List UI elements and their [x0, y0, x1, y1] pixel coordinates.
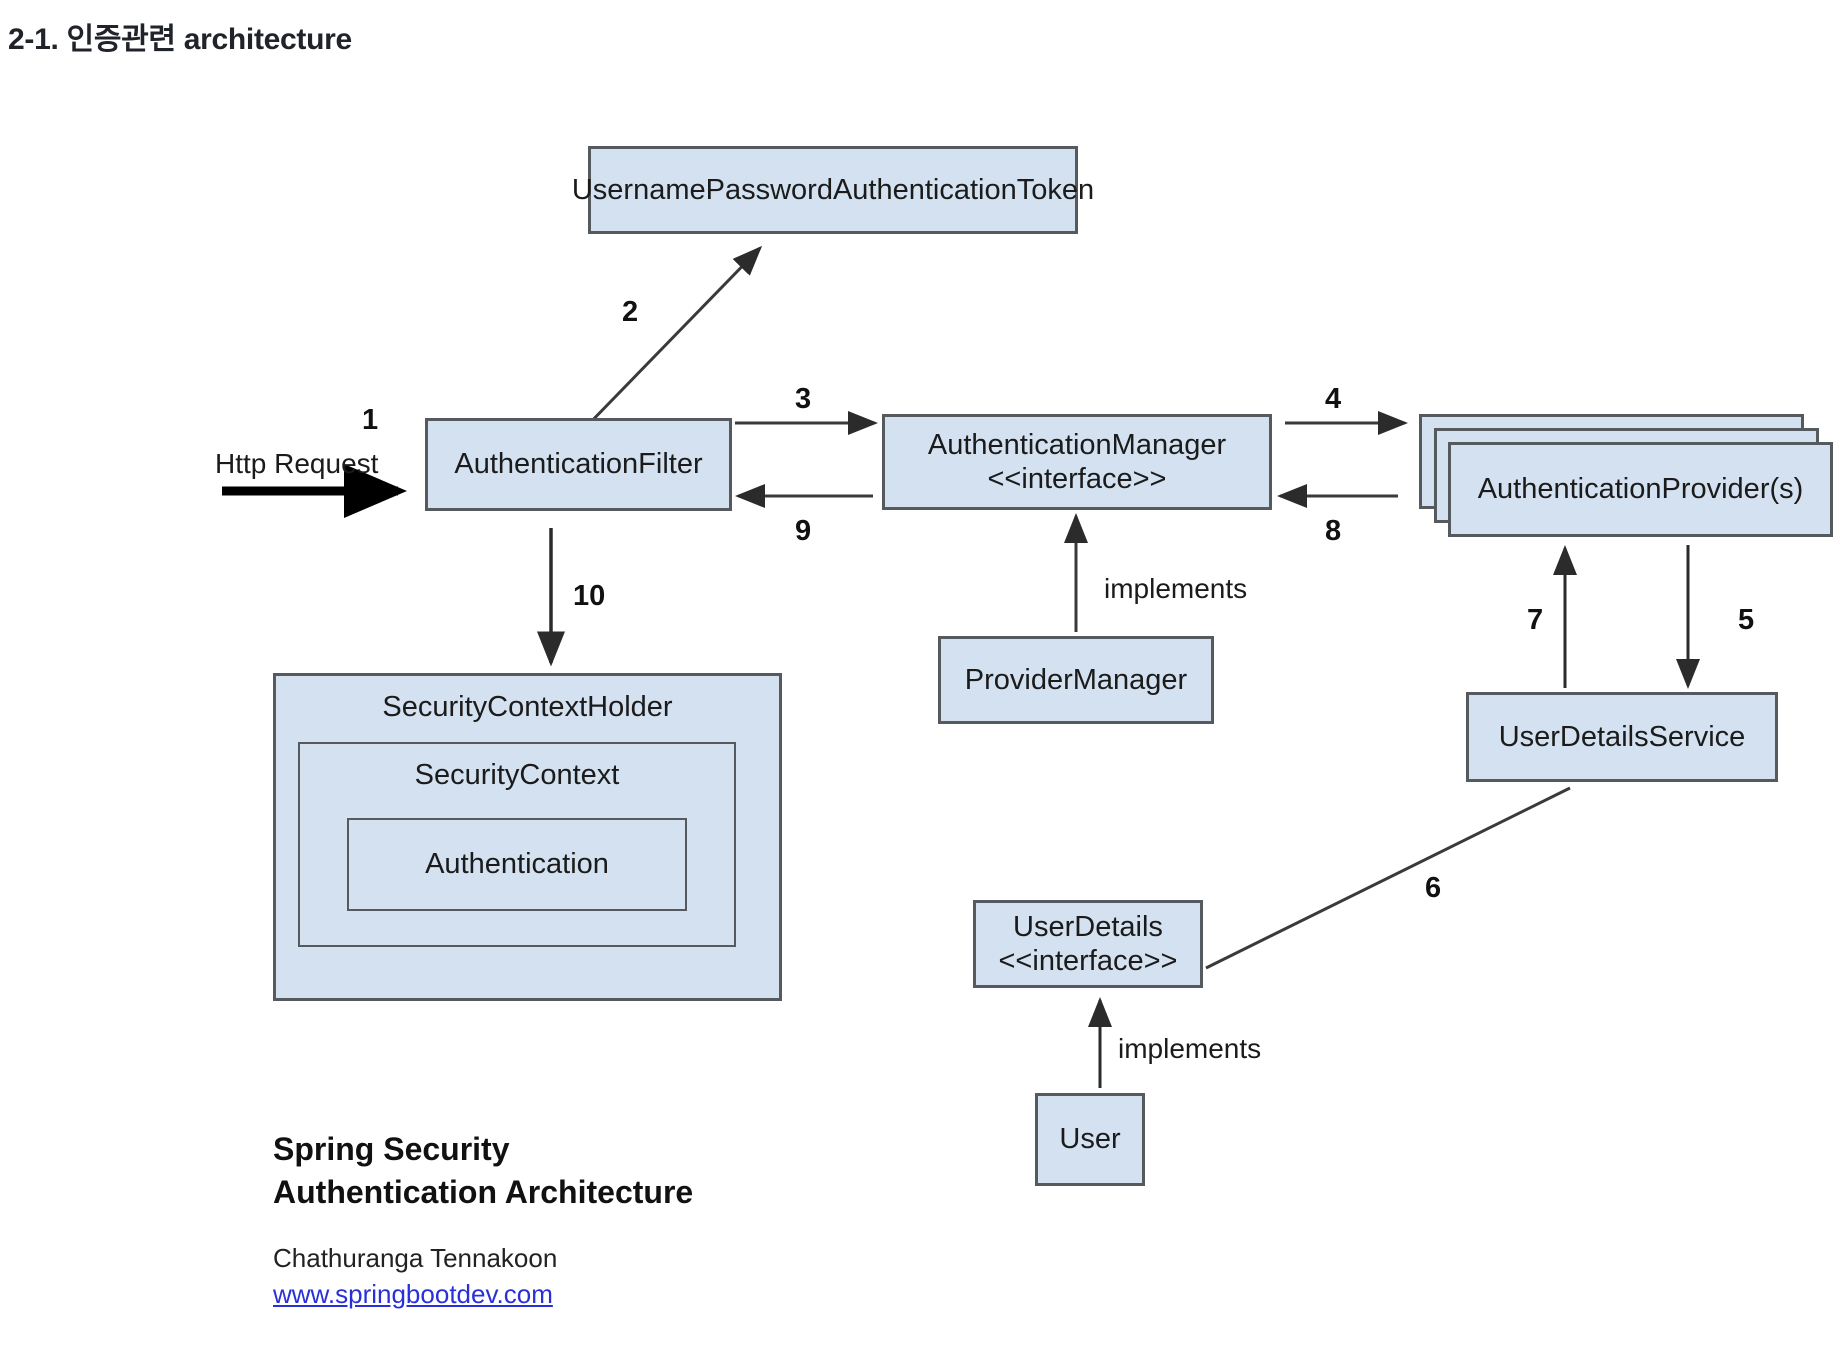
node-authentication[interactable]: Authentication — [347, 818, 687, 911]
edge-label-1: 1 — [362, 404, 379, 436]
node-label: SecurityContext — [414, 759, 620, 791]
caption-author: Chathuranga Tennakoon — [273, 1243, 558, 1273]
edge-label-3: 3 — [795, 383, 812, 415]
edge-label-implements-user: implements — [1118, 1033, 1262, 1064]
node-label: AuthenticationManager <<interface>> — [927, 428, 1227, 495]
caption-link[interactable]: www.springbootdev.com — [273, 1279, 553, 1309]
node-user-details[interactable]: UserDetails <<interface>> — [973, 900, 1203, 988]
node-label: SecurityContextHolder — [382, 691, 673, 723]
node-authentication-filter[interactable]: AuthenticationFilter — [425, 418, 732, 511]
node-authentication-manager[interactable]: AuthenticationManager <<interface>> — [882, 414, 1272, 510]
node-label: UserDetailsService — [1498, 720, 1746, 753]
edge-label-9: 9 — [795, 515, 812, 547]
node-label: Authentication — [425, 848, 609, 881]
edge-label-implements-provider-manager: implements — [1104, 573, 1248, 604]
page-title: 2-1. 인증관련 architecture — [8, 23, 352, 56]
node-label: AuthenticationProvider(s) — [1477, 473, 1804, 506]
node-label: AuthenticationFilter — [454, 448, 703, 481]
node-label: ProviderManager — [964, 663, 1188, 696]
caption-title: Spring Security Authentication Architect… — [273, 1131, 694, 1211]
edge-label-http-request: Http Request — [215, 448, 379, 479]
node-label: UsernamePasswordAuthenticationToken — [571, 173, 1095, 206]
edge-label-8: 8 — [1325, 515, 1342, 547]
edge-label-5: 5 — [1738, 604, 1755, 636]
edge-label-4: 4 — [1325, 383, 1342, 415]
node-provider-manager[interactable]: ProviderManager — [938, 636, 1214, 724]
edge-label-6: 6 — [1425, 872, 1442, 904]
node-user[interactable]: User — [1035, 1093, 1145, 1186]
edge-label-10: 10 — [573, 580, 606, 612]
edge-label-2: 2 — [622, 296, 639, 328]
edge-label-7: 7 — [1527, 604, 1544, 636]
node-username-password-authentication-token[interactable]: UsernamePasswordAuthenticationToken — [572, 146, 1094, 234]
node-label: UserDetails <<interface>> — [998, 910, 1178, 977]
node-user-details-service[interactable]: UserDetailsService — [1466, 692, 1778, 782]
node-authentication-providers[interactable]: AuthenticationProvider(s) — [1448, 442, 1833, 537]
node-label: User — [1059, 1123, 1121, 1156]
